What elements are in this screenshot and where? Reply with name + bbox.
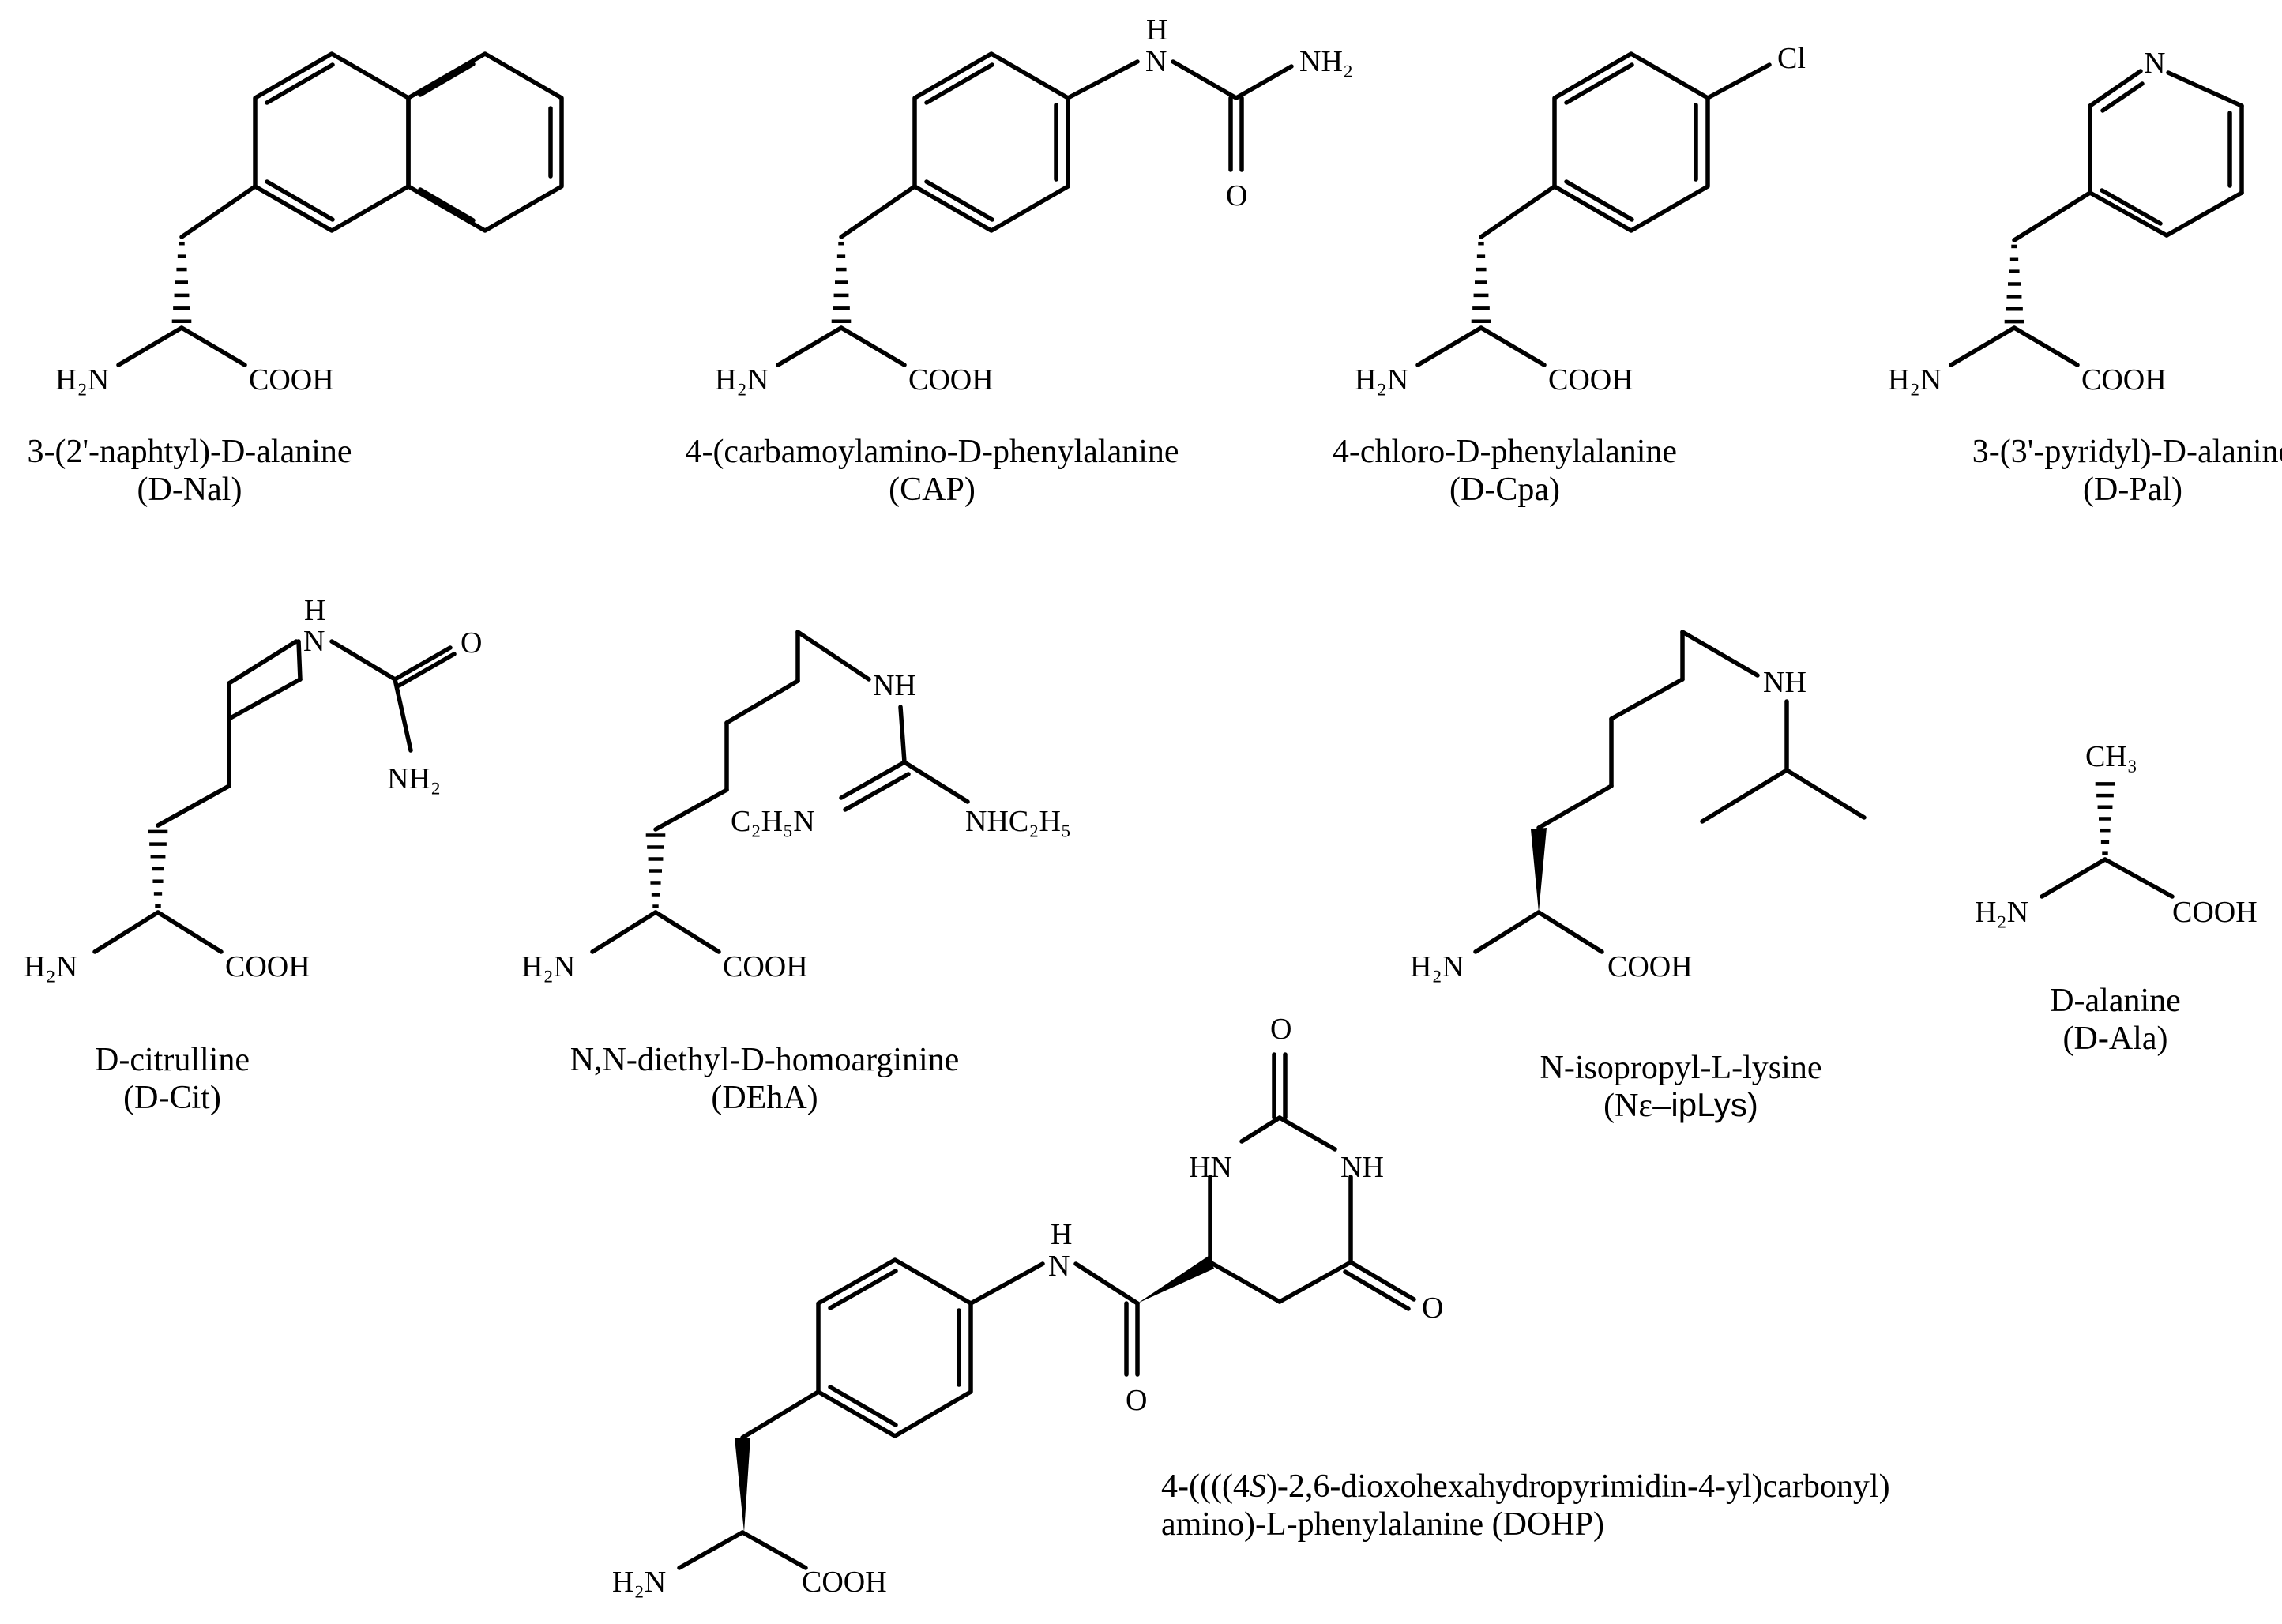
urea-nh-label: N	[1145, 45, 1167, 78]
structure-d-pal: N H₂N COOH 3-(3'-pyridyl)-D-alanine (D-P…	[1888, 47, 2282, 508]
ring-o-top-label: O	[1270, 1013, 1291, 1046]
structure-cap: N H NH₂ O H₂N COOH 4-(carbamoylamino-D-p…	[685, 13, 1353, 508]
structure-d-cit-labels: N H O NH₂ H₂N COOH D-citrulline (D-Cit)	[24, 594, 482, 1116]
structure-ne-iplys: NH H₂N COOH N-isopropyl-L-lysine (Nε–ipL…	[1410, 630, 1867, 1124]
urea-nh-label: N	[303, 625, 325, 658]
ethylamino-label: NHC₂H₅	[965, 805, 1071, 838]
compound-name-d-ala: D-alanine	[2050, 983, 2181, 1019]
structure-d-nal: H₂N COOH 3-(2'-naphtyl)-D-alanine (D-Nal…	[27, 51, 564, 508]
chloro-label: Cl	[1777, 42, 1806, 75]
amine-label: H₂N	[612, 1566, 666, 1599]
compound-name-dohp-line2: amino)-L-phenylalanine (DOHP)	[1161, 1506, 1604, 1543]
compound-abbr-cap: (CAP)	[889, 472, 976, 508]
compound-name-d-pal: 3-(3'-pyridyl)-D-alanine	[1972, 434, 2282, 470]
compound-name-d-cit: D-citrulline	[95, 1042, 250, 1078]
carboxyl-label: COOH	[802, 1566, 887, 1599]
structure-d-ala: CH₃ H₂N COOH D-alanine (D-Ala)	[1975, 740, 2258, 1057]
ring-nh-label: NH	[1340, 1151, 1384, 1184]
carboxyl-label: COOH	[1607, 950, 1693, 983]
urea-o-label: O	[1226, 179, 1247, 212]
amine-label: H₂N	[1975, 896, 2028, 929]
carboxyl-label: COOH	[225, 950, 310, 983]
amine-label: H₂N	[521, 950, 575, 983]
compound-name-dohp-line1: 4-((((4S)-2,6-dioxohexahydropyrimidin-4-…	[1161, 1468, 1890, 1505]
amide-nh-label: N	[1048, 1250, 1070, 1283]
guanidine-nh-label: NH	[873, 669, 916, 702]
compound-name-cap: 4-(carbamoylamino-D-phenylalanine	[685, 434, 1179, 470]
ring-o-right-label: O	[1422, 1291, 1443, 1325]
carboxyl-label: COOH	[2172, 896, 2258, 929]
methyl-label: CH₃	[2085, 740, 2137, 773]
pyridine-n-label: N	[2144, 47, 2165, 80]
amine-label: H₂N	[1355, 363, 1408, 397]
compound-abbr-d-cit: (D-Cit)	[123, 1080, 221, 1116]
urea-o-label: O	[461, 626, 482, 660]
ring-hn-label: HN	[1189, 1151, 1232, 1184]
amine-label: H₂N	[1888, 363, 1942, 397]
carboxyl-label: COOH	[723, 950, 808, 983]
compound-abbr-d-cpa: (D-Cpa)	[1449, 472, 1560, 508]
carboxyl-label: COOH	[249, 363, 334, 397]
carboxyl-label: COOH	[2081, 363, 2167, 397]
ethylimino-label: C₂H₅N	[731, 805, 815, 838]
amide-o-label: O	[1126, 1384, 1147, 1417]
structure-deha: NH C₂H₅N NHC₂H₅ H₂N COOH N,N-diethyl-D-h…	[521, 630, 1071, 1116]
compound-name-d-cpa: 4-chloro-D-phenylalanine	[1333, 434, 1677, 470]
amine-label: H₂N	[715, 363, 769, 397]
compound-name-d-nal: 3-(2'-naphtyl)-D-alanine	[27, 434, 352, 470]
amine-label: H₂N	[55, 363, 109, 397]
structure-d-cit-skeleton	[156, 716, 231, 828]
compound-abbr-d-pal: (D-Pal)	[2083, 472, 2182, 508]
compound-abbr-ne-iplys: (Nε–ipLys)	[1603, 1086, 1758, 1124]
amine-label: H₂N	[1410, 950, 1464, 983]
urea-nh2-label: NH₂	[387, 762, 441, 795]
urea-nh2-label: NH₂	[1299, 45, 1353, 78]
amide-h-label: H	[1051, 1218, 1072, 1251]
structure-d-cit	[92, 639, 303, 954]
structure-d-cpa: Cl H₂N COOH 4-chloro-D-phenylalanine (D-…	[1333, 42, 1806, 508]
carboxyl-label: COOH	[908, 363, 994, 397]
carboxyl-label: COOH	[1548, 363, 1633, 397]
compound-name-deha: N,N-diethyl-D-homoarginine	[570, 1042, 960, 1078]
compound-abbr-deha: (DEhA)	[711, 1080, 818, 1116]
isopropyl-nh-label: NH	[1763, 666, 1806, 699]
structure-dohp: N H O HN NH O O H₂N COOH 4-((((4S)-2,6-d…	[612, 1013, 1890, 1599]
structure-d-cit-top	[227, 639, 457, 753]
urea-h-label: H	[304, 594, 325, 627]
amine-label: H₂N	[24, 950, 77, 983]
compound-abbr-d-nal: (D-Nal)	[137, 472, 242, 508]
compound-name-ne-iplys: N-isopropyl-L-lysine	[1540, 1050, 1822, 1086]
urea-h-label: H	[1146, 13, 1167, 47]
compound-abbr-d-ala: (D-Ala)	[2063, 1021, 2168, 1057]
